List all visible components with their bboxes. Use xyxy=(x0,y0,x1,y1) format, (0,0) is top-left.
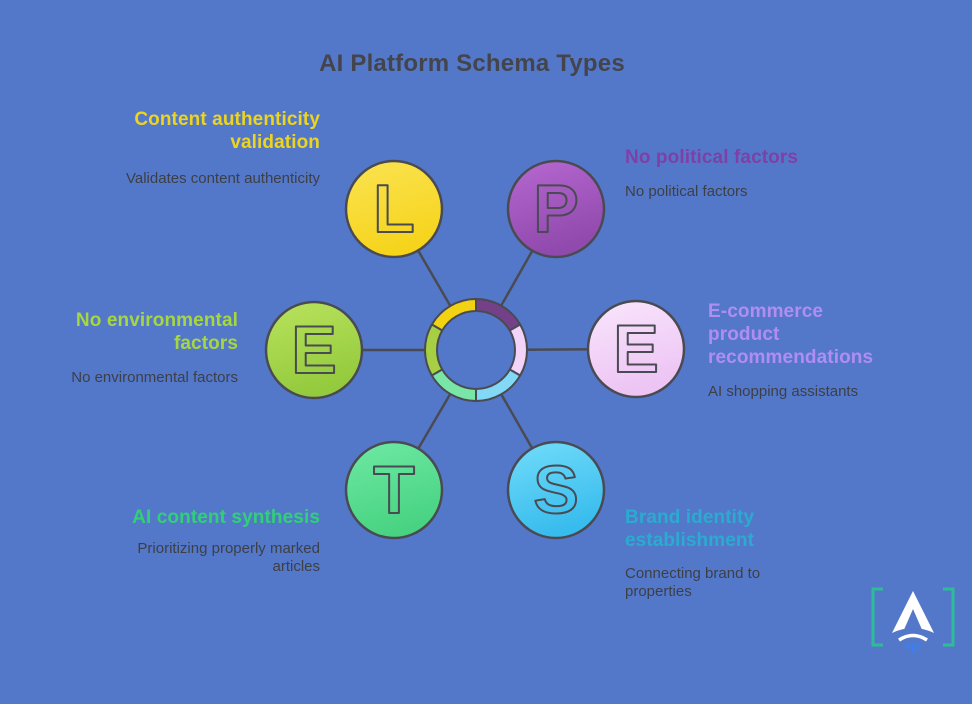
a-rocket-logo-icon xyxy=(871,587,955,655)
ring-segment-no-political-factors xyxy=(475,298,522,332)
ring-segment-content-authenticity-validation xyxy=(430,298,477,332)
brand-logo xyxy=(868,583,958,655)
node-circle-no-political-factors xyxy=(506,159,606,259)
node-title: E-commerce product recommendations xyxy=(708,301,874,368)
node-subtitle: Connecting brand to properties xyxy=(625,565,761,600)
left-bracket-icon xyxy=(871,587,883,647)
node-letter-no-political-factors: P xyxy=(533,171,578,247)
node-title: Content authenticity validation xyxy=(134,109,320,153)
node-subtitle: Validates content authenticity xyxy=(125,170,320,187)
node-letter-no-environmental-factors: E xyxy=(291,312,336,388)
node-subtitle: No political factors xyxy=(625,183,748,200)
ring-segment-no-environmental-factors xyxy=(424,323,444,377)
node-subtitle: No environmental factors xyxy=(71,369,238,386)
rocket-base-icon xyxy=(898,633,928,642)
node-title: AI content synthesis xyxy=(132,507,320,528)
node-letter-ecommerce-product-recommendations: E xyxy=(613,311,658,387)
node-circle-content-authenticity-validation xyxy=(344,159,444,259)
page-title: AI Platform Schema Types xyxy=(319,50,625,77)
node-letter-brand-identity-establishment: S xyxy=(533,452,578,528)
ring-segment-ecommerce-product-recommendations xyxy=(508,323,528,377)
node-circle-ecommerce-product-recommendations xyxy=(586,299,686,399)
node-circle-no-environmental-factors xyxy=(264,300,364,400)
label-no-political-factors: No political factors No political factor… xyxy=(625,146,855,201)
right-bracket-icon xyxy=(943,587,955,647)
node-subtitle: AI shopping assistants xyxy=(708,383,859,400)
node-circle-ai-content-synthesis xyxy=(344,440,444,540)
label-ai-content-synthesis: AI content synthesis Prioritizing proper… xyxy=(90,506,320,575)
label-ecommerce-recommendations: E-commerce product recommendations AI sh… xyxy=(708,300,883,401)
ring-segment-brand-identity-establishment xyxy=(475,368,522,402)
node-letter-content-authenticity-validation: L xyxy=(373,171,415,247)
label-content-authenticity: Content authenticity validation Validate… xyxy=(110,108,320,188)
rocket-a-notch xyxy=(903,609,923,632)
label-brand-identity: Brand identity establishment Connecting … xyxy=(625,506,775,600)
node-subtitle: Prioritizing properly marked articles xyxy=(137,540,320,575)
node-title: No political factors xyxy=(625,147,799,168)
ring-segment-ai-content-synthesis xyxy=(430,368,477,402)
node-circle-brand-identity-establishment xyxy=(506,440,606,540)
node-letter-ai-content-synthesis: T xyxy=(373,452,415,528)
node-title: No environmental factors xyxy=(75,310,238,354)
thrust-lines-icon xyxy=(906,642,920,655)
label-no-environmental-factors: No environmental factors No environmenta… xyxy=(58,309,238,387)
node-title: Brand identity establishment xyxy=(625,507,755,551)
